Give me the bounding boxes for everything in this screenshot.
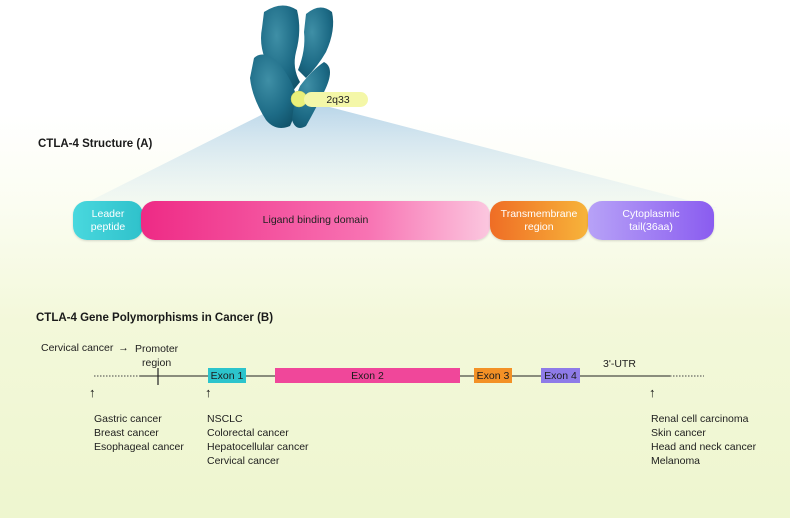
projection-fan [76,104,718,208]
domain-leader-line1: Leader [91,207,125,220]
promoter-line1: Promoter [135,343,179,355]
cancer-list-exon1: NSCLC Colorectal cancer Hepatocellular c… [207,412,309,468]
cancer-item: Esophageal cancer [94,441,184,453]
exon-2: Exon 2 [275,368,460,383]
cancer-item: Renal cell carcinoma [651,413,749,425]
exon-4-label: Exon 4 [544,369,577,382]
cervical-cancer-text: Cervical cancer [41,342,114,354]
domain-ligand-label: Ligand binding domain [262,214,369,226]
right-arrow-icon: → [118,342,129,354]
promoter-line2: region [141,357,172,369]
domain-leader-line2: peptide [90,220,126,233]
gene-title: CTLA-4 Gene Polymorphisms in Cancer (B) [36,312,274,324]
cancer-item: Gastric cancer [94,413,162,425]
domain-ligand-binding: Ligand binding domain [141,201,490,240]
exon-3-label: Exon 3 [476,369,510,382]
domain-cytoplasmic-tail: Cytoplasmic tail(36aa) [588,201,714,240]
domain-cyto-line2: tail(36aa) [629,220,673,233]
cancer-list-utr: Renal cell carcinoma Skin cancer Head an… [651,412,756,468]
cancer-item: Colorectal cancer [207,427,289,439]
exon-3: Exon 3 [474,368,512,383]
up-arrow-icon: ↑ [205,385,212,400]
promoter-region-label: Promoter region [135,342,178,370]
cervical-cancer-label: Cervical cancer → [41,342,131,354]
locus-label: 2q33 [304,92,368,107]
up-arrow-icon: ↑ [89,385,96,400]
cancer-item: Breast cancer [94,427,159,439]
domain-tm-line1: Transmembrane [500,207,578,220]
domain-cyto-line1: Cytoplasmic [622,207,680,220]
up-arrow-icon: ↑ [649,385,656,400]
cancer-item: NSCLC [207,413,243,425]
locus-text: 2q33 [326,93,350,106]
cancer-item: Head and neck cancer [651,441,757,453]
exon-1: Exon 1 [208,368,246,383]
domain-tm-line2: region [524,220,554,233]
exon-4: Exon 4 [541,368,580,383]
utr-label: 3'-UTR [603,358,636,370]
cancer-list-promoter: Gastric cancer Breast cancer Esophageal … [94,412,184,454]
exon-2-label: Exon 2 [351,369,384,382]
structure-title: CTLA-4 Structure (A) [38,138,153,150]
domain-leader-peptide: Leader peptide [73,201,143,240]
cancer-item: Hepatocellular cancer [207,441,309,453]
cancer-item: Melanoma [651,455,701,467]
exon-1-label: Exon 1 [210,369,244,382]
cancer-item: Cervical cancer [207,455,280,467]
domain-transmembrane: Transmembrane region [490,201,588,240]
cancer-item: Skin cancer [651,427,706,439]
